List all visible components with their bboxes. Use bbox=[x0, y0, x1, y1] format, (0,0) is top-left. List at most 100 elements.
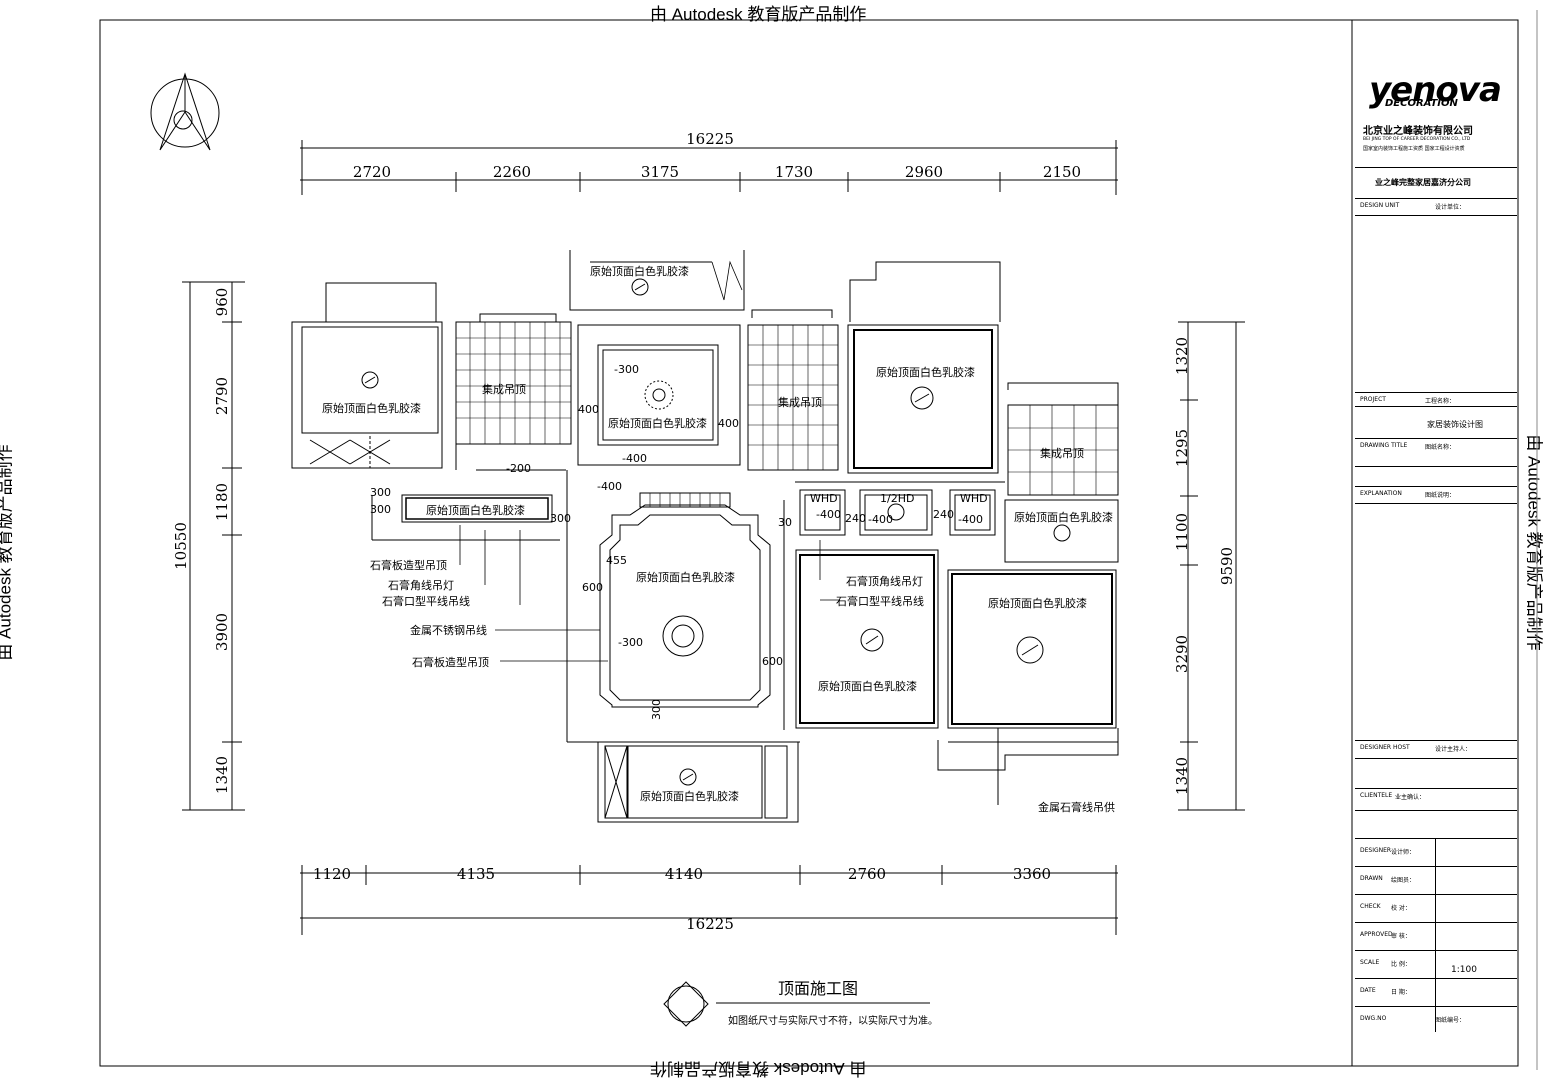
dim-bottom-1: 1120 bbox=[313, 865, 351, 883]
annotation-4: 金属不锈钢吊线 bbox=[410, 623, 487, 637]
check-en: CHECK bbox=[1360, 903, 1381, 910]
wardrobe-label-2: 1/2HD bbox=[880, 492, 914, 505]
dim-right-1: 1320 bbox=[1173, 337, 1191, 375]
dim-right-4: 3290 bbox=[1173, 635, 1191, 673]
room-label-13: 原始顶面白色乳胶漆 bbox=[640, 789, 739, 803]
company-logo-sub: DECORATION bbox=[1385, 98, 1458, 109]
drawing-title-cn: 图纸名称： bbox=[1425, 444, 1456, 451]
annotation-2: 石膏角线吊灯 bbox=[388, 578, 454, 592]
design-unit-en: DESIGN UNIT bbox=[1360, 202, 1400, 209]
dim-left-1: 960 bbox=[213, 288, 231, 317]
dim-top-5: 2960 bbox=[905, 163, 943, 181]
room-label-2: 集成吊顶 bbox=[482, 382, 526, 396]
branch-name: 业之峰完整家居嘉济分公司 bbox=[1375, 178, 1471, 187]
designer-en: DESIGNER bbox=[1360, 847, 1392, 854]
level-6: -400 bbox=[816, 508, 841, 521]
level-20: 240 bbox=[933, 508, 954, 521]
room-label-9: 原始顶面白色乳胶漆 bbox=[1014, 510, 1113, 524]
level-15: 600 bbox=[582, 581, 603, 594]
dim-right-2: 1295 bbox=[1173, 429, 1191, 467]
level-14: 455 bbox=[606, 554, 627, 567]
project-en: PROJECT bbox=[1360, 396, 1386, 403]
light-fixtures bbox=[361, 278, 1071, 786]
room-label-11: 原始顶面白色乳胶漆 bbox=[988, 596, 1087, 610]
dim-bottom-2: 4135 bbox=[457, 865, 495, 883]
level-17: 300 bbox=[650, 699, 663, 720]
level-10: 300 bbox=[370, 486, 391, 499]
annotation-8: 金属石膏线吊供 bbox=[1038, 800, 1115, 814]
dim-left-2: 2790 bbox=[213, 377, 231, 415]
drawing-title-en: DRAWING TITLE bbox=[1360, 442, 1408, 449]
dim-left-4: 3900 bbox=[213, 613, 231, 651]
drawn-en: DRAWN bbox=[1360, 875, 1383, 882]
drawn-cn: 绘图员： bbox=[1391, 877, 1416, 884]
annotation-6: 石膏顶角线吊灯 bbox=[846, 574, 923, 588]
check-cn: 校 对： bbox=[1391, 905, 1411, 912]
dim-bottom-4: 2760 bbox=[848, 865, 886, 883]
level-8: -400 bbox=[958, 513, 983, 526]
drawing-title: 顶面施工图 bbox=[778, 979, 858, 998]
dim-top-4: 1730 bbox=[775, 163, 813, 181]
room-label-3: 原始顶面白色乳胶漆 bbox=[590, 264, 689, 278]
dim-bottom-total: 16225 bbox=[686, 915, 734, 933]
dim-right-3: 1100 bbox=[1173, 513, 1191, 551]
scale-en: SCALE bbox=[1360, 959, 1380, 966]
dim-bottom-3: 4140 bbox=[665, 865, 703, 883]
level-2: -400 bbox=[622, 452, 647, 465]
annotation-7: 石膏口型平线吊线 bbox=[836, 594, 924, 608]
dim-bottom-5: 3360 bbox=[1013, 865, 1051, 883]
floor-plan-walls bbox=[291, 250, 1119, 823]
approved-cn: 审 核： bbox=[1391, 933, 1411, 940]
room-label-6: 原始顶面白色乳胶漆 bbox=[876, 365, 975, 379]
level-3: 400 bbox=[578, 403, 599, 416]
wardrobe-label-3: WHD bbox=[960, 492, 988, 505]
explanation-cn: 图纸说明： bbox=[1425, 492, 1456, 499]
dim-right-5: 1340 bbox=[1173, 757, 1191, 795]
designer-cn: 设计师： bbox=[1391, 849, 1416, 856]
drawing-no-en: DWG.NO bbox=[1360, 1015, 1387, 1022]
clientele-cn: 业主确认： bbox=[1395, 794, 1426, 801]
approved-en: APPROVED bbox=[1360, 931, 1393, 938]
scale-value: 1:100 bbox=[1451, 965, 1477, 975]
clientele-en: CLIENTELE bbox=[1360, 792, 1393, 799]
room-label-7: 集成吊顶 bbox=[1040, 446, 1084, 460]
dim-left-total: 10550 bbox=[172, 522, 190, 570]
level-12: 300 bbox=[550, 512, 571, 525]
north-arrow-icon bbox=[150, 72, 220, 151]
room-label-4: 原始顶面白色乳胶漆 bbox=[608, 416, 707, 430]
project-cn: 工程名称： bbox=[1425, 398, 1456, 405]
room-label-10: 原始顶面白色乳胶漆 bbox=[636, 570, 735, 584]
room-label-12: 原始顶面白色乳胶漆 bbox=[818, 679, 917, 693]
level-4: 400 bbox=[718, 417, 739, 430]
date-cn: 日 期： bbox=[1391, 989, 1411, 996]
title-block: yenova DECORATION 北京业之峰装饰有限公司 BEI JING T… bbox=[1355, 20, 1517, 1066]
wardrobe-label-1: WHD bbox=[810, 492, 838, 505]
level-1: -300 bbox=[614, 363, 639, 376]
design-unit-cn: 设计单位： bbox=[1435, 204, 1466, 211]
annotation-5: 石膏板造型吊顶 bbox=[412, 655, 489, 669]
annotation-3: 石膏口型平线吊线 bbox=[382, 594, 470, 608]
left-dimension-lines bbox=[182, 281, 245, 811]
date-en: DATE bbox=[1360, 987, 1376, 994]
company-logo: yenova bbox=[1369, 70, 1502, 110]
annotation-1: 石膏板造型吊顶 bbox=[370, 558, 447, 572]
level-7: -400 bbox=[868, 513, 893, 526]
level-19: 240 bbox=[845, 512, 866, 525]
project-value: 家居装饰设计图 bbox=[1427, 420, 1483, 429]
dim-top-1: 2720 bbox=[353, 163, 391, 181]
designer-host-cn: 设计主持人： bbox=[1435, 746, 1472, 753]
scale-cn: 比 例： bbox=[1391, 961, 1411, 968]
watermark-top: 由 Autodesk 教育版产品制作 bbox=[650, 5, 867, 24]
company-name-en: BEI JING TOP OF CAREER DECORATION CO., L… bbox=[1363, 137, 1471, 142]
dim-top-6: 2150 bbox=[1043, 163, 1081, 181]
dim-right-total: 9590 bbox=[1218, 547, 1236, 585]
dim-left-3: 1180 bbox=[213, 483, 231, 521]
dim-top-total: 16225 bbox=[686, 130, 734, 148]
designer-host-en: DESIGNER HOST bbox=[1360, 744, 1410, 751]
bottom-dimension-lines bbox=[300, 865, 1118, 935]
level-5: -400 bbox=[597, 480, 622, 493]
drawing-note: 如图纸尺寸与实际尺寸不符，以实际尺寸为准。 bbox=[728, 1014, 938, 1027]
level-18: 30 bbox=[778, 516, 792, 529]
level-9: -200 bbox=[506, 462, 531, 475]
